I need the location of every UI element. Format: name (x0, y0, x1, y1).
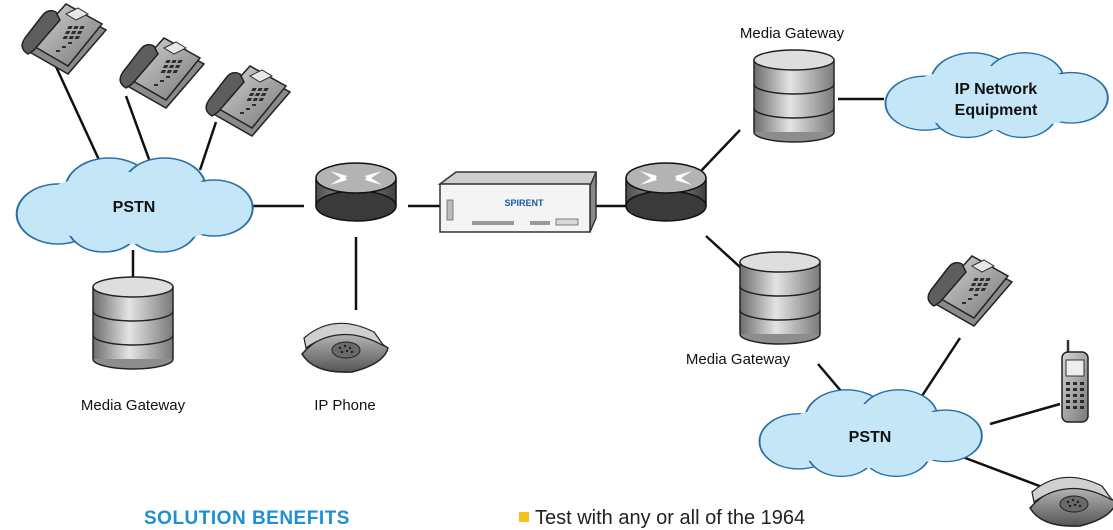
spirent-tester-icon: SPIRENT (437, 171, 597, 233)
pstn-left-label: PSTN (113, 199, 156, 216)
benefit-bullet: Test with any or all of the 1964 (519, 507, 805, 530)
ip-network-label-line2: Equipment (955, 102, 1038, 119)
ip-phone-label: IP Phone (314, 397, 375, 414)
ip-network-label-line1: IP Network (955, 81, 1038, 98)
router-icon (315, 162, 397, 222)
bullet-marker (519, 512, 529, 522)
media-gateway-icon (92, 276, 174, 370)
desk-phone-icon (205, 65, 291, 137)
conference-phone-icon (1029, 476, 1113, 527)
media-gateway-right-label: Media Gateway (686, 351, 791, 368)
mobile-phone-icon (1061, 340, 1089, 423)
media-gateway-left-label: Media Gateway (81, 397, 186, 414)
desk-phone-icon (21, 3, 107, 75)
pstn-right-label: PSTN (849, 429, 892, 446)
desk-phone-icon (927, 255, 1013, 327)
benefit-bullet-text: Test with any or all of the 1964 (535, 507, 806, 529)
conference-phone-icon (301, 322, 389, 373)
media-gateway-top-label: Media Gateway (740, 25, 845, 42)
solution-benefits-heading: SOLUTION BENEFITS (144, 508, 350, 529)
media-gateway-icon (739, 251, 821, 345)
desk-phone-icon (119, 37, 205, 109)
tester-logo: SPIRENT (504, 198, 544, 208)
router-icon (625, 162, 707, 222)
media-gateway-icon (753, 49, 835, 143)
